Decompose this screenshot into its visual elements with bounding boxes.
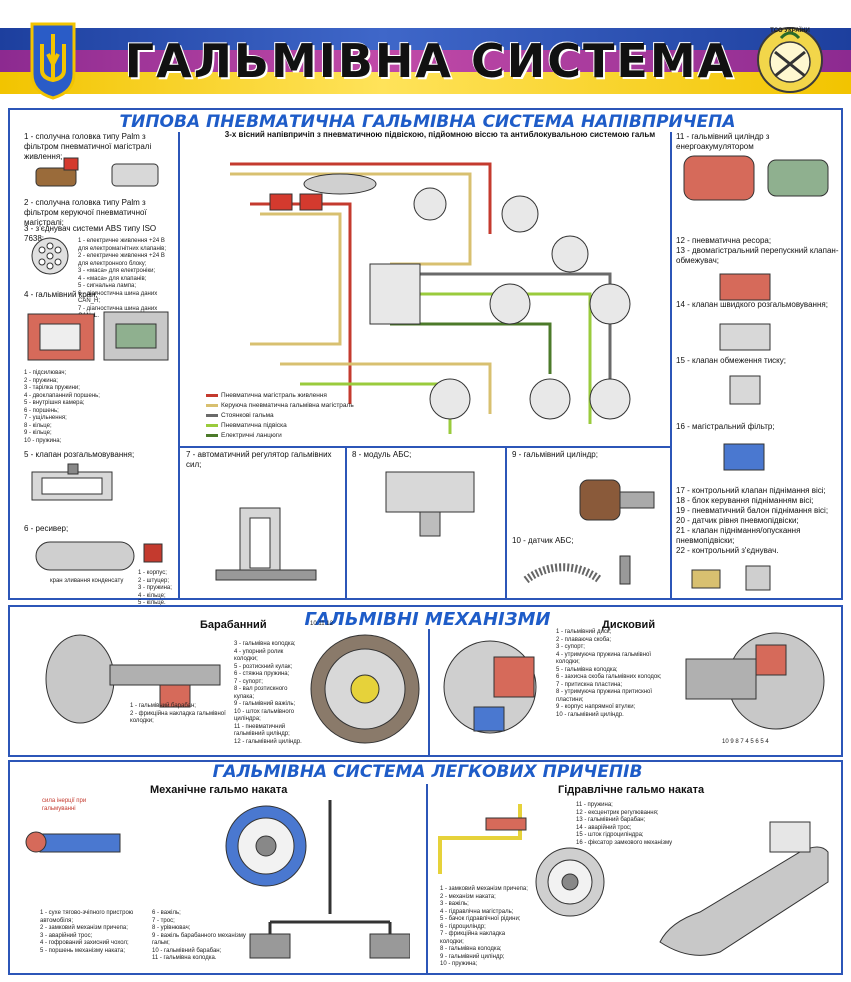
palm-coupling-head-1-icon: [35, 157, 159, 187]
hydraulic-lever-diagram-icon: [438, 804, 527, 874]
header-banner: ГАЛЬМІВНА СИСТЕМА ТСО УКРАЇНИ: [0, 0, 851, 112]
mechanical-drum-brake-icon: [225, 805, 307, 887]
flag-stripe-purple: [0, 50, 851, 72]
disc-brake-cutaway-icon: [443, 640, 537, 734]
flag-stripe-blue: [0, 28, 851, 50]
flag-stripe-yellow: [0, 72, 851, 94]
ukraine-coat-of-arms-icon: [30, 22, 76, 100]
item-15-label: 15 - клапан обмеження тиску;: [676, 356, 786, 365]
pressure-limiting-valve-icon: [729, 375, 761, 405]
abs-connector-icon: [31, 237, 69, 275]
drum-brake-parts: 3 - гальмівна колодка; 4 - упорний ролик…: [234, 641, 302, 745]
car-trailer-brakes-panel: ГАЛЬМІВНА СИСТЕМА ЛЕГКОВИХ ПРИЧЕПІВ Меха…: [8, 760, 843, 975]
mechanical-brake-parts-right: 6 - важіль; 7 - трос; 8 - урівнювач; 9 -…: [152, 910, 246, 961]
quick-release-valve-icon: [719, 323, 771, 351]
drain-valve-icon: [143, 543, 163, 563]
drum-brake-label: Барабанний: [200, 619, 267, 631]
pneumatic-schematic-diagram: [230, 162, 631, 434]
brake-valve-parts: 1 - підсилювач; 2 - пружина; 3 - тарілка…: [24, 370, 100, 444]
mechanical-overrun-brake-label: Механічне гальмо наката: [150, 784, 288, 796]
mechanical-brake-parts-left: 1 - сухе тягово-зчіпного пристрою автомо…: [40, 910, 134, 954]
divider: [428, 629, 430, 755]
item-19-label: 19 - пневматичний балон піднімання вісі;: [676, 506, 829, 515]
disc-brake-assembly-icon: [685, 632, 825, 730]
drum-brake-axle-icon: [45, 634, 221, 724]
line-filter-icon: [723, 443, 765, 471]
brake-cylinder-icon: [579, 479, 655, 521]
item-12-label: 12 - пневматична ресора;: [676, 236, 772, 245]
section-title-mechanisms: ГАЛЬМІВНІ МЕХАНІЗМИ: [304, 609, 551, 630]
item-16-label: 16 - магістральний фільтр;: [676, 422, 775, 431]
abs-sensor-icon: [523, 555, 631, 585]
item-9-label: 9 - гальмівний циліндр;: [512, 450, 598, 459]
receiver-tank-icon: [35, 541, 135, 571]
organization-badge-icon: [757, 27, 823, 93]
item-7-label: 7 - автоматичний регулятор гальмівних си…: [186, 450, 332, 469]
item-11-label: 11 - гальмівний циліндр з енергоакумулят…: [676, 132, 770, 151]
abs-connector-notes: 1 - електричне живлення +24 В для електр…: [78, 238, 167, 319]
section-title-pneumatic: ТИПОВА ПНЕВМАТИЧНА ГАЛЬМІВНА СИСТЕМА НАП…: [119, 112, 736, 132]
test-connector-icon: [691, 565, 771, 591]
inertia-arrow-label: сила інерції при гальмуванні: [42, 798, 87, 812]
legend-item: Пневматична магістраль живлення: [206, 392, 327, 399]
disc-brake-numbers: 10 9 8 7 4 5 6 5 4: [722, 739, 769, 745]
drum-brake-numbers: 10 11 12: [310, 621, 333, 627]
brake-mechanisms-panel: ГАЛЬМІВНІ МЕХАНІЗМИ Барабанний Дисковий …: [8, 605, 843, 757]
item-22-label: 22 - контрольний з'єднувач.: [676, 546, 779, 555]
brake-force-regulator-icon: [215, 507, 317, 581]
hydraulic-brake-parts: 1 - замковий механізм причепа; 2 - механ…: [440, 886, 528, 967]
drum-brake-parts-bottom: 1 - гальмівний барабан; 2 - фрикційна на…: [130, 703, 226, 724]
item-10-label: 10 - датчик АБС;: [512, 536, 574, 545]
hydraulic-drum-brake-icon: [535, 847, 605, 917]
overrun-coupling-icon: [25, 831, 121, 853]
item-21-label: 21 - клапан піднімання/опускання пневмоп…: [676, 526, 801, 545]
disc-brake-label: Дисковий: [602, 619, 656, 631]
item-17-label: 17 - контрольний клапан піднімання вісі;: [676, 486, 826, 495]
divider: [505, 446, 507, 600]
item-20-label: 20 - датчик рівня пневмопідвіски;: [676, 516, 799, 525]
item-4-label: 4 - гальмівний кран;: [24, 290, 98, 299]
section-subtitle: 3-х вісний напівпричіп з пневматичною пі…: [224, 130, 656, 139]
legend-item: Стоянкові гальма: [206, 412, 274, 419]
pneumatic-system-panel: ТИПОВА ПНЕВМАТИЧНА ГАЛЬМІВНА СИСТЕМА НАП…: [8, 108, 843, 606]
badge-text: ТСО УКРАЇНИ: [770, 28, 810, 34]
spring-brake-cylinder-icon: [683, 155, 829, 201]
hydraulic-overrun-brake-label: Гідравлічне гальмо наката: [558, 784, 705, 796]
abs-module-icon: [385, 471, 475, 537]
release-valve-icon: [31, 463, 113, 501]
item-3-label: 3 - з'єднувач системи ABS типу ISO 7638;: [24, 224, 157, 243]
item-6-label: 6 - ресивер;: [24, 524, 69, 533]
legend-item: Пневматична підвіска: [206, 422, 287, 429]
receiver-drain-label: кран зливання конденсату: [50, 578, 124, 584]
item-5-label: 5 - клапан розгальмовування;: [24, 450, 135, 459]
legend-item: Електричні ланцюги: [206, 432, 282, 439]
item-8-label: 8 - модуль АБС;: [352, 450, 412, 459]
legend-item: Керуюча пневматична гальмівна магістраль: [206, 402, 354, 409]
divider: [345, 446, 347, 600]
item-1-label: 1 - сполучна головка типу Palm з фільтро…: [24, 132, 152, 161]
disc-brake-parts: 1 - гальмівний диск; 2 - плаваюча скоба;…: [556, 629, 662, 718]
item-14-label: 14 - клапан швидкого розгальмовування;: [676, 300, 828, 309]
hydraulic-coupling-assembly-icon: [659, 821, 829, 956]
item-2-label: 2 - сполучна головка типу Palm з фільтро…: [24, 198, 147, 227]
brake-linkage-diagram-icon: [249, 800, 410, 959]
hydraulic-brake-parts-right: 11 - пружина; 12 - ексцентрик регулюванн…: [576, 802, 673, 846]
drum-brake-cutaway-icon: [310, 634, 420, 744]
divider: [426, 784, 428, 974]
item-13-label: 13 - двомагістральний перепускний клапан…: [676, 246, 839, 265]
receiver-parts: 1 - корпус; 2 - штуцер; 3 - пружина; 4 -…: [138, 570, 172, 606]
page-title: ГАЛЬМІВНА СИСТЕМА: [124, 34, 736, 88]
bypass-limiter-valve-icon: [719, 273, 771, 301]
item-18-label: 18 - блок керування підніманням вісі;: [676, 496, 814, 505]
section-title-car-trailers: ГАЛЬМІВНА СИСТЕМА ЛЕГКОВИХ ПРИЧЕПІВ: [212, 762, 643, 782]
divider: [178, 446, 670, 448]
brake-valve-cutaway-icon: [27, 311, 169, 361]
divider: [670, 132, 672, 600]
divider: [178, 132, 180, 600]
